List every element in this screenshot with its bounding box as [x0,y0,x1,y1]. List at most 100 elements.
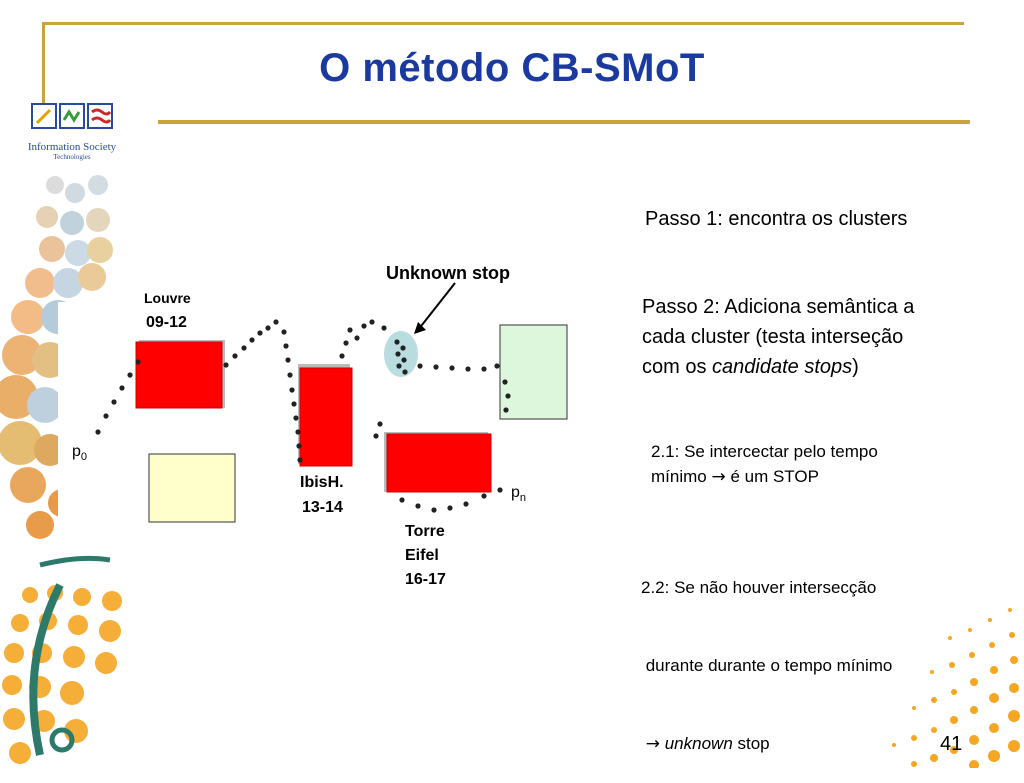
step-2-line2: cada cluster (testa interseção [642,326,904,348]
trajectory-point [400,345,406,351]
step-1-text: Passo 1: encontra os clusters [645,208,908,230]
candidate-yellow-box [148,453,236,523]
trajectory-point [223,362,229,368]
trajectory-point [265,325,271,331]
step-2-candidate-stops: candidate stops [712,356,853,378]
trajectory-point [232,353,238,359]
trajectory-point [463,501,469,507]
page-number: 41 [940,733,963,755]
trajectory-point [285,357,291,363]
torre-line1: Torre [405,523,445,540]
trajectory-point [293,415,299,421]
trajectory-point [494,363,500,369]
trajectory-point [119,385,125,391]
trajectory-point [257,330,263,336]
trajectory-point [502,379,508,385]
trajectory-point [296,443,302,449]
decorative-left-pattern [0,175,122,764]
arrow-right-icon: → [711,467,726,487]
step-2-1-line2-post: é um STOP [725,467,819,486]
unknown-stop-region [384,331,418,377]
step-2-line3: com os candidate stops) [642,352,914,382]
trajectory-point [354,335,360,341]
ibis-box [299,367,353,467]
trajectory-point [402,369,408,375]
louvre-name: Louvre [144,290,191,306]
trajectory-point [394,339,400,345]
top-rule-horizontal [42,22,964,25]
title-underline [158,120,970,124]
p0-sub: 0 [80,451,88,464]
logo-text-line1: Information Society [27,141,117,153]
ist-logo: Information Society Technologies [12,98,132,168]
trajectory-point [503,407,509,413]
step-2-line3-pre: com os [642,356,713,378]
pn-sub: n [519,492,527,505]
p0-label: p0 [72,443,87,463]
step-2-2: 2.2: Se não houver intersecção durante d… [641,523,892,783]
trajectory-point [343,340,349,346]
trajectory-point [505,393,511,399]
trajectory-point [241,345,247,351]
trajectory-point [111,399,117,405]
step-2-2-line1: 2.2: Se não houver intersecção [641,578,877,597]
trajectory-point [377,421,383,427]
step-2-2-line3: → unknown stop [641,731,892,757]
unknown-stop-label: Unknown stop [386,263,510,283]
trajectory-point [249,337,255,343]
unknown-stop-arrowhead [414,322,426,334]
decorative-right-dots [892,608,1020,768]
trajectory-point [497,487,503,493]
torre-box [386,433,492,493]
candidate-green-box [499,324,568,420]
step-1: Passo 1: encontra os clusters [645,208,907,231]
step-2-line1: Passo 2: Adiciona semântica a [642,296,915,318]
slide-title: O método CB-SMoT [319,46,705,90]
torre-time: 16-17 [405,571,446,588]
pn-base: p [511,484,520,501]
trajectory-point [481,493,487,499]
step-2: Passo 2: Adiciona semântica a cada clust… [642,292,914,382]
trajectory-point [103,413,109,419]
trajectory-point [347,327,353,333]
trajectory-point [465,366,471,372]
step-2-1: 2.1: Se intercectar pelo tempo mínimo → … [651,439,878,490]
trajectory-point [291,401,297,407]
trajectory-point [369,319,375,325]
ibis-time: 13-14 [302,499,343,516]
trajectory-point [395,351,401,357]
trajectory-point [449,365,455,371]
trajectory-point [481,366,487,372]
trajectory-point [295,429,301,435]
trajectory-point [297,457,303,463]
torre-line2: Eifel [405,547,439,564]
trajectory-point [431,507,437,513]
trajectory-point [447,505,453,511]
trajectory-point [399,497,405,503]
step-2-2-line3-post: stop [732,734,770,753]
step-2-2-unknown: unknown [664,734,733,753]
step-2-1-line2-pre: mínimo [651,467,712,486]
trajectory-point [135,359,141,365]
trajectory-point [373,433,379,439]
trajectory-point [339,353,345,359]
ibis-name: IbisH. [300,474,344,491]
step-2-1-line1: 2.1: Se intercectar pelo tempo [651,442,878,461]
louvre-time: 09-12 [146,314,187,331]
pn-label: pn [511,484,526,504]
ist-logo-icon [31,103,113,129]
trajectory-point [281,329,287,335]
trajectory-point [289,387,295,393]
p0-base: p [72,443,81,460]
trajectory-point [396,363,402,369]
logo-text-line2: Technologies [53,153,91,161]
unknown-stop-arrow [417,282,456,331]
arrow-right-icon-2: → [645,734,660,754]
step-2-line3-post: ) [852,356,859,378]
trajectory-point [415,503,421,509]
trajectory-point [401,357,407,363]
trajectory-point [283,343,289,349]
trajectory-point [381,325,387,331]
step-2-2-line2: durante durante o tempo mínimo [641,656,893,675]
